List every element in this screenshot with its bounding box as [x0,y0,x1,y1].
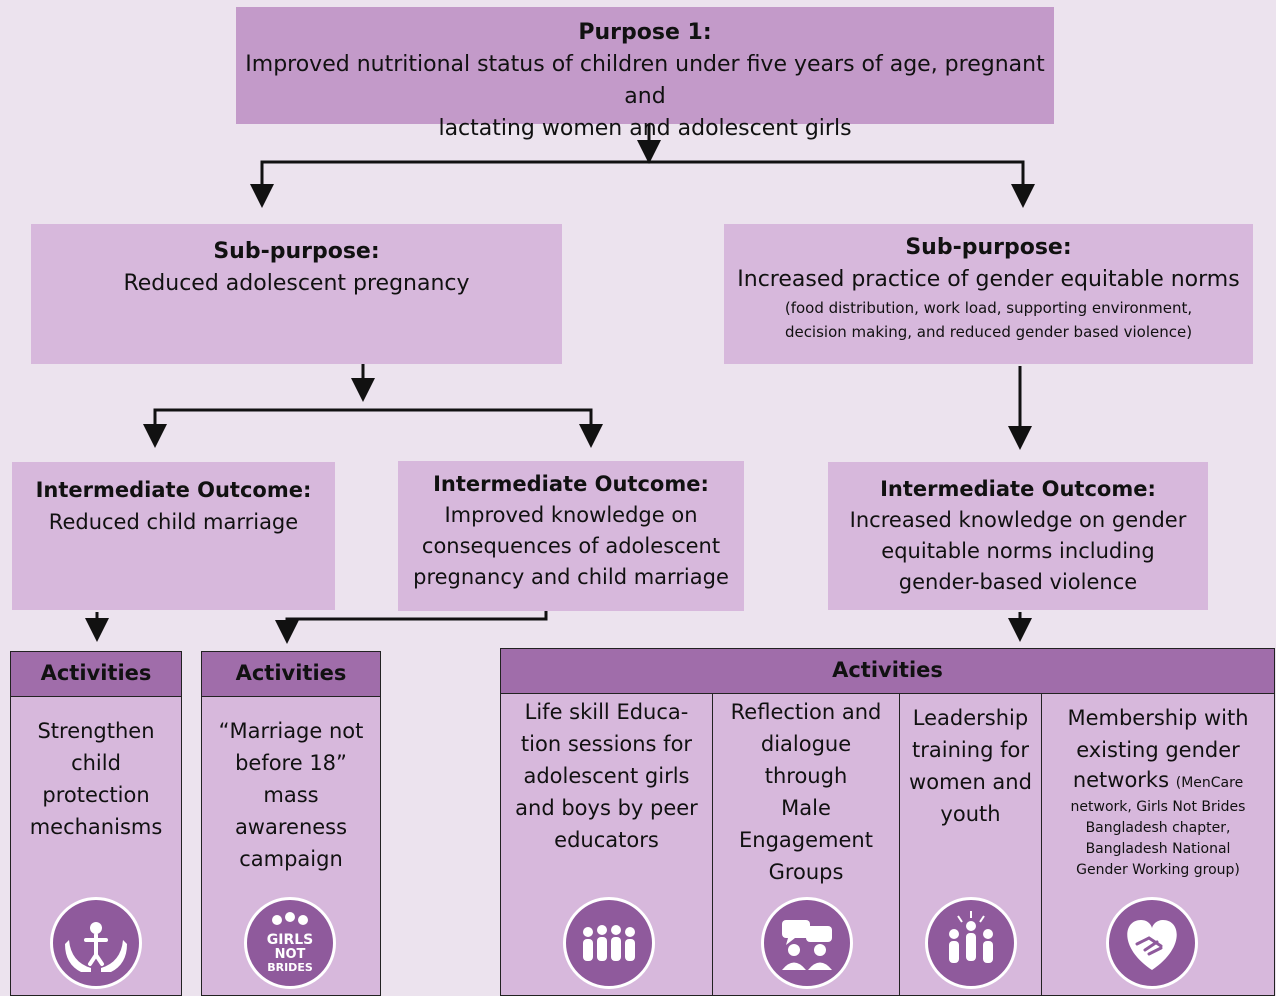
activity-text: Leadership [912,706,1029,730]
activity-text: Life skill Educa- [524,700,689,724]
purpose-line2: lactating women and adolescent girls [438,116,852,141]
io2-line: pregnancy and child marriage [413,565,729,589]
purpose-title: Purpose 1: [578,20,712,45]
activity-text: mechanisms [29,815,163,839]
networks-word: networks [1072,768,1170,792]
activity-text: existing gender [1076,738,1240,762]
activity-text: dialogue through [760,732,852,788]
activity-text: campaign [239,847,343,871]
sub-purpose-right-note2: decision making, and reduced gender base… [784,323,1193,341]
sub-purpose-left-text: Reduced adolescent pregnancy [123,271,470,296]
logo-word: BRIDES [267,961,313,974]
activities-header-3: Activities [500,648,1275,694]
io3-line: Increased knowledge on gender [849,508,1187,532]
activity-text: “Marriage not [218,719,364,743]
activities-header-1: Activities [10,651,182,697]
activities-header-2: Activities [201,651,381,697]
intermediate-outcome-1: Intermediate Outcome: Reduced child marr… [12,462,335,610]
io1-text: Reduced child marriage [48,510,299,534]
activity-text: Groups [768,860,844,884]
girls-not-brides-logo: GIRLS NOT BRIDES [244,897,336,989]
activity-text: youth [940,802,1001,826]
activity-note: Bangladesh chapter, [1085,820,1231,836]
io2-line: consequences of adolescent [421,534,721,558]
activity-text: Strengthen [37,719,155,743]
hands-child-icon [50,897,142,989]
activity-text: tion sessions for [520,732,693,756]
activity-text: and boys by peer [515,796,698,820]
io3-line: equitable norms including [881,539,1155,563]
io3-title: Intermediate Outcome: [880,477,1156,501]
activity-text: women and [909,770,1032,794]
activity-text: child [71,751,121,775]
activity-text: protection [42,783,150,807]
activity-text: adolescent girls [523,764,690,788]
io2-title: Intermediate Outcome: [433,472,709,496]
intermediate-outcome-3: Intermediate Outcome: Increased knowledg… [828,462,1208,610]
activity-text: training for [912,738,1029,762]
logo-word: GIRLS [267,932,313,948]
networks-note-start: (MenCare [1175,775,1244,791]
heart-handshake-icon [1106,897,1198,989]
intermediate-outcome-2: Intermediate Outcome: Improved knowledge… [398,461,744,611]
sub-purpose-right-title: Sub-purpose: [905,235,1072,260]
purpose-line1: Improved nutritional status of children … [245,52,1045,109]
sub-purpose-left: Sub-purpose: Reduced adolescent pregnanc… [31,224,562,364]
activity-text: Membership with [1067,706,1249,730]
sub-purpose-left-title: Sub-purpose: [213,239,380,264]
activity-text: before 18” [235,751,347,775]
group-people-icon [563,897,655,989]
leadership-icon [925,897,1017,989]
sub-purpose-right-text: Increased practice of gender equitable n… [737,267,1240,292]
activity-text: Male Engagement [739,796,873,852]
activity-text: educators [554,828,659,852]
activity-note: Gender Working group) [1076,862,1240,878]
activity-text: mass awareness [234,783,348,839]
activity-text: Reflection and [730,700,882,724]
io1-title: Intermediate Outcome: [35,478,312,502]
io2-line: Improved knowledge on [444,503,698,527]
activity-note: Bangladesh National [1085,841,1231,857]
activity-note: network, Girls Not Brides [1070,799,1246,815]
logo-word: NOT [275,947,306,962]
activity-text: networks (MenCare [1042,766,1274,797]
purpose-box: Purpose 1: Improved nutritional status o… [236,7,1054,141]
sub-purpose-right: Sub-purpose: Increased practice of gende… [724,224,1253,364]
io3-line: gender-based violence [898,570,1138,594]
sub-purpose-right-note1: (food distribution, work load, supportin… [784,299,1193,317]
dialogue-icon [761,897,853,989]
